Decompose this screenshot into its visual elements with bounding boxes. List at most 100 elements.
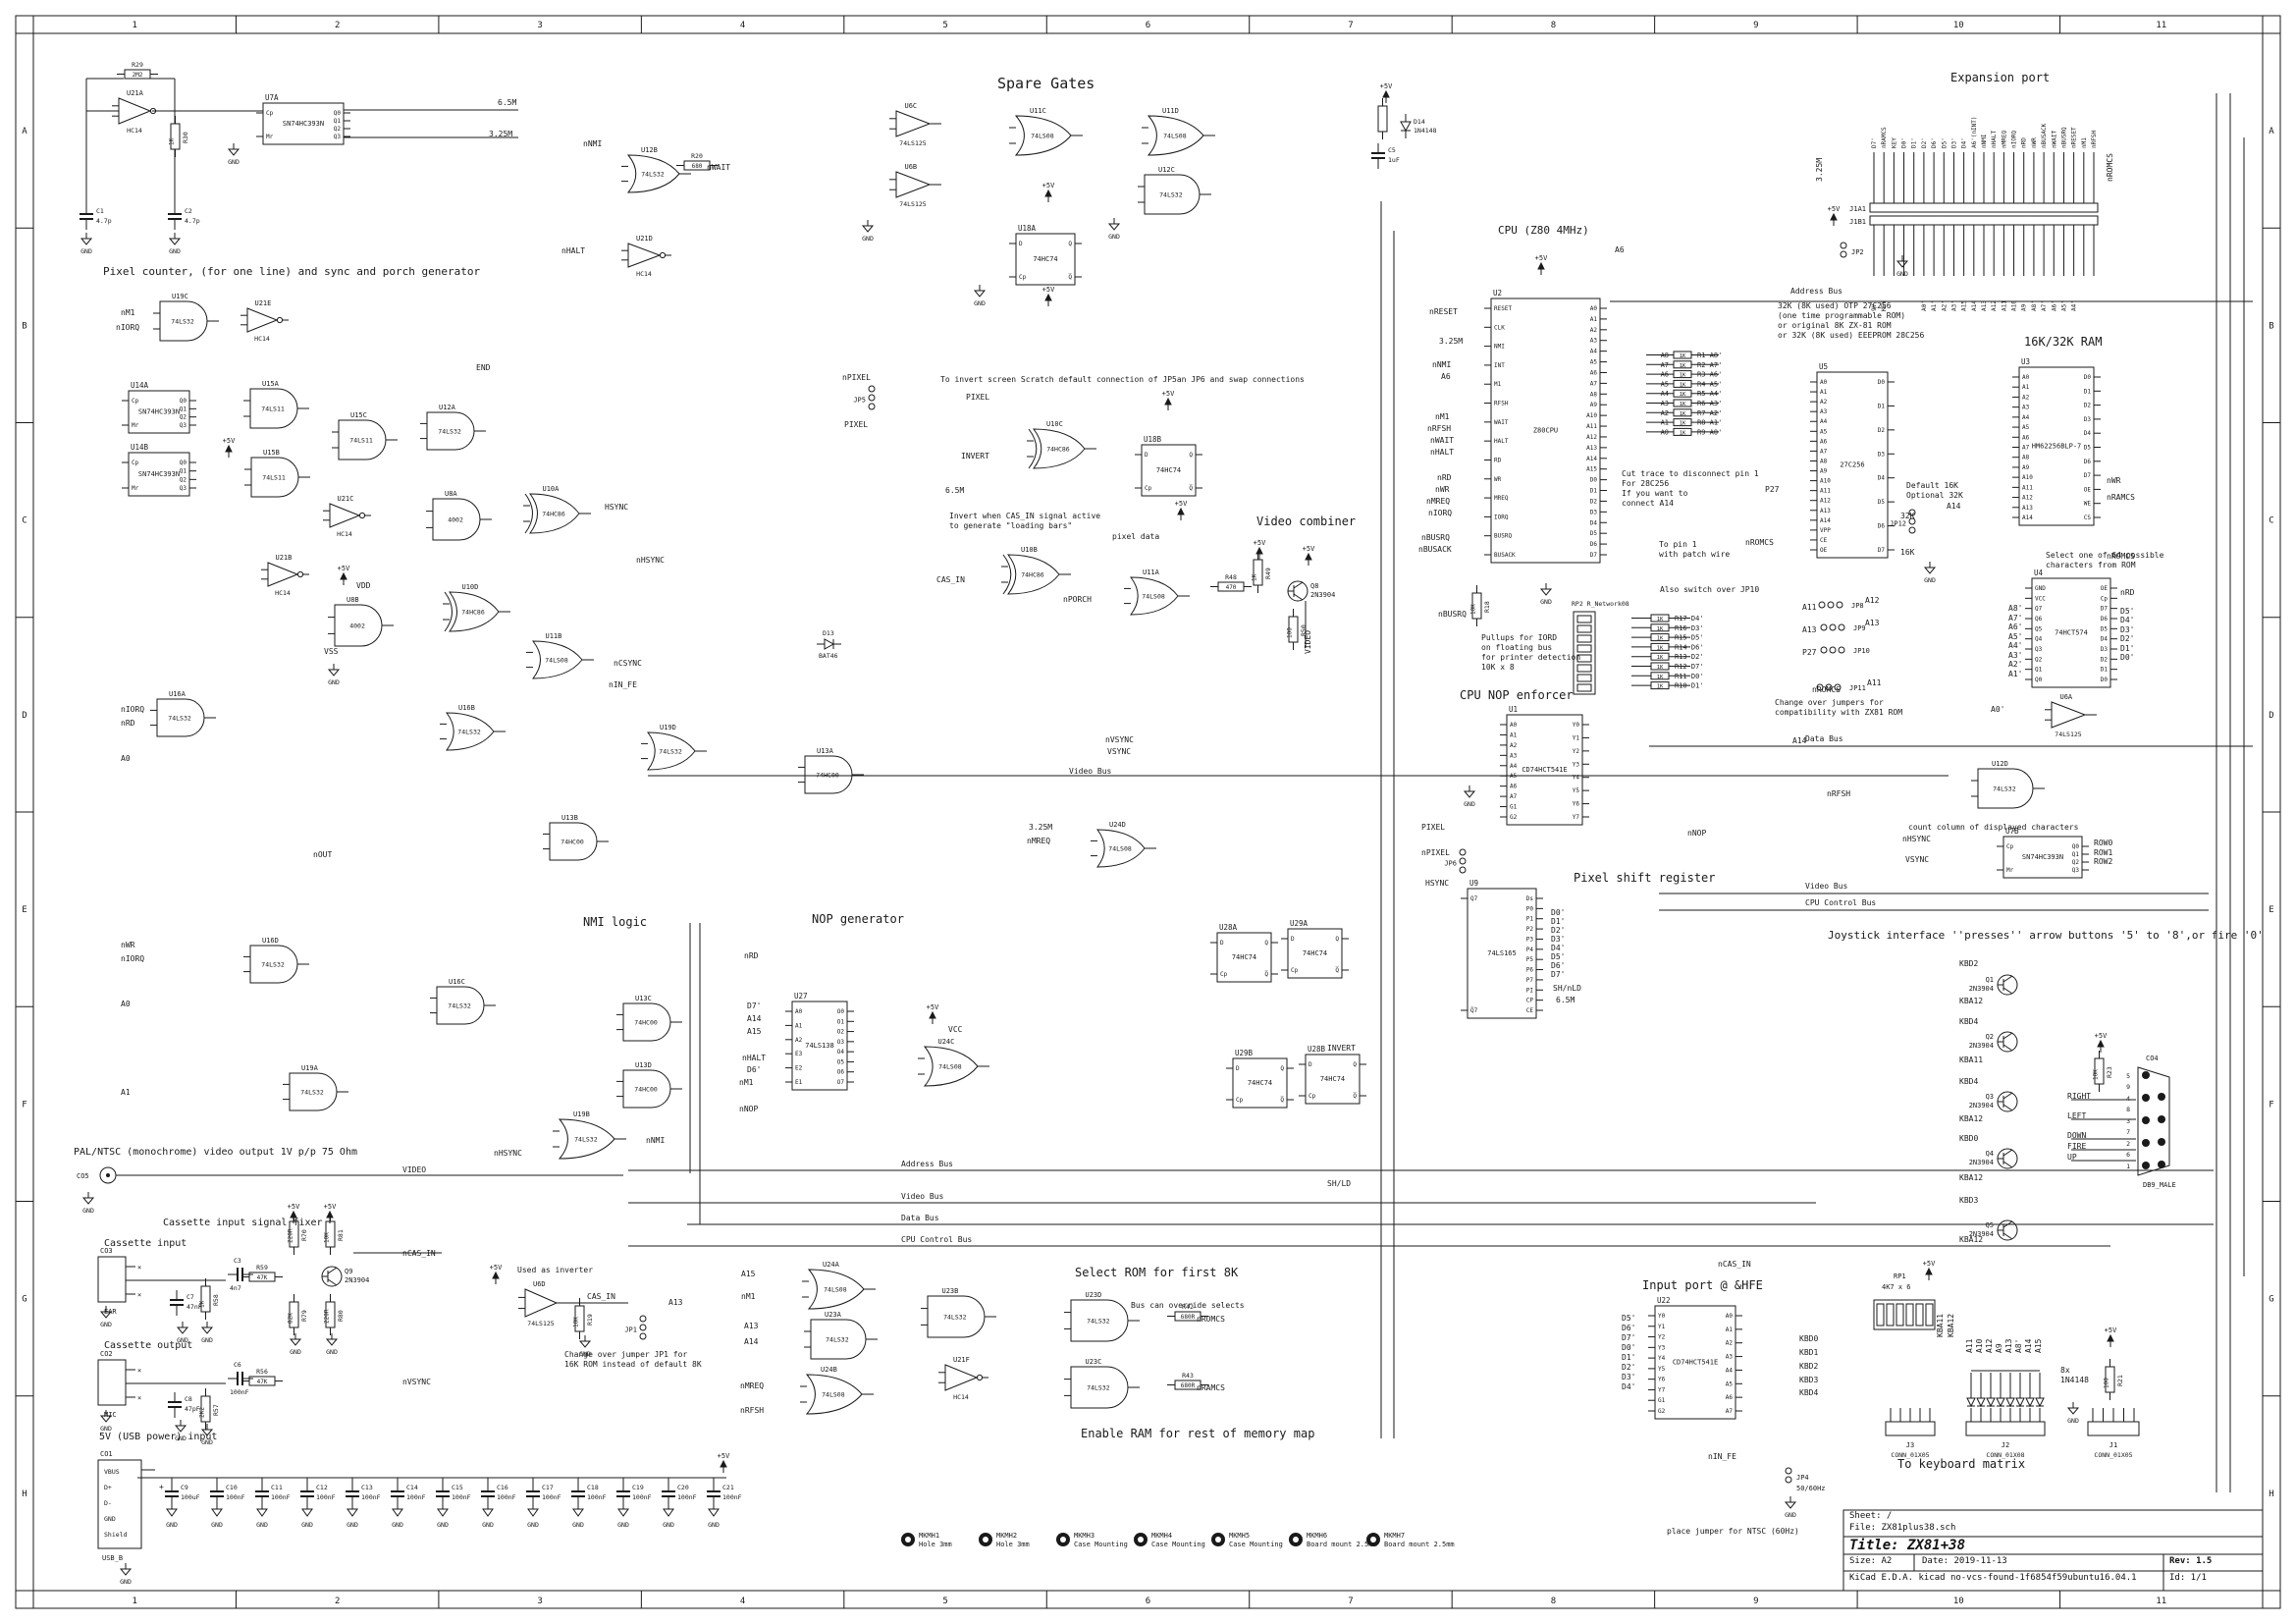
gate-ref: U21B [276, 554, 293, 562]
section-title: CPU NOP enforcer [1460, 688, 1574, 702]
capacitor-ref: C19 [632, 1484, 644, 1491]
gnd-label: GND [1464, 800, 1475, 808]
section-title: 16K/32K RAM [2024, 335, 2102, 349]
pin-name: Y6 [1658, 1377, 1666, 1383]
zone-row-label: F [2269, 1100, 2273, 1110]
net-label: A6' [2008, 623, 2022, 631]
ic-part: SN74HC393N [2022, 853, 2063, 861]
jumper-pin [1908, 526, 1916, 534]
pin-name: VCC [2035, 595, 2046, 602]
gate-part: 74LS08 [545, 657, 568, 665]
section-title: PAL/NTSC (monochrome) video output 1V p/… [74, 1147, 357, 1158]
pin-name: PI [1526, 987, 1534, 994]
conn-diode [1996, 1397, 2005, 1408]
net-label: nWAIT [1430, 436, 1454, 445]
mounting-hole-center [1215, 1537, 1221, 1543]
net-label: nBUSRQ [1421, 533, 1450, 542]
pin-name: Q2 [2035, 656, 2043, 663]
net-label: PIXEL [1421, 823, 1445, 832]
pin-name: G1 [1510, 804, 1518, 811]
pin-name: A5 [2022, 424, 2030, 431]
resistor-value: 220R [288, 1228, 294, 1243]
pin-name: Y5 [1573, 787, 1580, 794]
p5-label: +5V [338, 565, 350, 572]
net-label: D4' [1622, 1382, 1635, 1391]
ic-box-U7A [262, 102, 345, 145]
pin-name: Q3 [334, 134, 342, 140]
ic-ref: U5 [1819, 362, 1828, 371]
pin-name: A8 [1590, 391, 1598, 398]
net-label: D0' [1551, 908, 1565, 917]
pin-name: Q4 [2035, 636, 2043, 643]
net-label: A9 [1995, 1343, 2003, 1353]
gnd-triangle [1107, 223, 1121, 231]
net-label: D5' [1551, 952, 1565, 961]
net-label: 6.5M [1556, 996, 1575, 1004]
capacitor-ref: C10 [226, 1484, 238, 1491]
p5-arrow [340, 571, 347, 580]
wire [2002, 1032, 2013, 1040]
conn-ref: J3 [1906, 1441, 1914, 1449]
net-label: nHSYNC [494, 1149, 522, 1158]
expansion-top-net: D6' [1931, 137, 1938, 148]
net-label: D6' [747, 1065, 761, 1074]
pin-name: D2 [1590, 498, 1598, 505]
expansion-top-net: D2' [1921, 137, 1928, 148]
pin-name: A12 [1586, 434, 1597, 441]
resistor-value: 47K [257, 1379, 268, 1385]
pin-name: Y4 [1573, 775, 1580, 782]
net-label: nRAMCS [1197, 1383, 1225, 1392]
pin-name: WE [2084, 501, 2092, 508]
jumper-ref-JP1: JP1 [624, 1326, 637, 1334]
net-label: D7' [1622, 1333, 1635, 1342]
gate-ref: U23D [1086, 1291, 1102, 1299]
conn-diode [2005, 1397, 2015, 1408]
gate-ref: U11A [1143, 568, 1160, 576]
gnd-label: GND [80, 247, 92, 255]
resistor-ref: R29 [132, 61, 143, 69]
jumper-ref-JP6: JP6 [1444, 860, 1457, 868]
note-text: Used as inverter [517, 1266, 593, 1274]
pin-name: D [1236, 1065, 1240, 1072]
pin-name: Q1 [2072, 851, 2080, 858]
net-label: D0' [1622, 1343, 1635, 1352]
gate-part: 74LS32 [457, 729, 481, 736]
mounting-hole-center [1138, 1537, 1144, 1543]
gate-ref: U6D [533, 1280, 546, 1288]
pin-name: A8 [1820, 458, 1828, 464]
jumper-pin [1834, 683, 1842, 691]
expansion-top-net: nWR [2031, 137, 2038, 148]
net-label: VSYNC [1905, 855, 1929, 864]
gate-ref: U11B [546, 632, 562, 640]
pin-name: D4 [1590, 519, 1598, 526]
pin-name: A4 [1510, 763, 1518, 770]
p5-arrow [492, 1271, 500, 1279]
gate-ref: U21D [636, 235, 653, 243]
zone-col-label: 7 [1348, 1597, 1353, 1606]
jumper-pin [1785, 1467, 1792, 1475]
capacitor-ref: C9 [181, 1484, 188, 1491]
jumper-pin [1838, 646, 1845, 654]
pin-name: Q [1353, 1061, 1357, 1068]
conn-diode [1966, 1397, 1976, 1408]
expansion-top-net: D5' [1941, 137, 1948, 148]
expansion-top-net: nNMI [1981, 134, 1988, 148]
pin-name: RESET [1494, 305, 1512, 312]
capacitor-ref: C17 [542, 1484, 554, 1491]
ic-box-U22 [1654, 1305, 1736, 1420]
note-text: (one time programmable ROM) [1778, 311, 1905, 320]
pin-name: VPP [1820, 527, 1831, 534]
gnd-label: GND [228, 158, 240, 166]
pin-name: A9 [1820, 468, 1828, 475]
gate-ref: U23A [825, 1311, 842, 1319]
pin-name: A7 [2022, 445, 2030, 452]
rpack-el [1576, 634, 1592, 643]
capacitor-ref: C6 [234, 1361, 241, 1369]
pin-name: E3 [795, 1051, 803, 1057]
gate-part: 74LS11 [262, 474, 286, 482]
net-label: A11 [1802, 603, 1817, 612]
note-text: 8x [2060, 1366, 2070, 1375]
wire [2002, 1044, 2013, 1052]
pin-name: Y6 [1573, 801, 1580, 808]
pin-name: Q0 [180, 460, 187, 466]
